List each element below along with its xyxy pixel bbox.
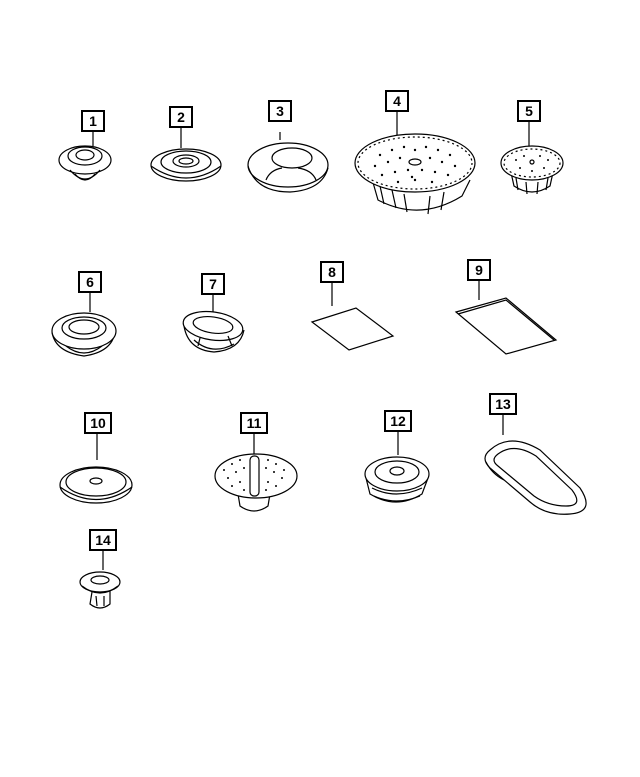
part-11-plug: [214, 453, 298, 512]
callout-8: 8: [320, 261, 344, 283]
callout-14: 14: [89, 529, 117, 551]
callout-9: 9: [467, 259, 491, 281]
callout-10: 10: [84, 412, 112, 434]
leader-lines: [89, 112, 530, 570]
part-10-plug: [59, 466, 133, 504]
part-2-grommet: [150, 148, 222, 182]
callout-11: 11: [240, 412, 268, 434]
part-9-patch: [454, 297, 558, 355]
callout-2: 2: [169, 106, 193, 128]
part-13-gasket: [484, 440, 587, 515]
part-7-grommet: [182, 310, 245, 353]
callout-13: 13: [489, 393, 517, 415]
callout-6: 6: [78, 271, 102, 293]
part-1-grommet: [58, 145, 112, 181]
part-4-plug: [354, 133, 476, 215]
part-12-grommet: [364, 456, 430, 503]
callout-1: 1: [81, 110, 105, 132]
part-3-grommet: [247, 142, 329, 193]
callout-7: 7: [201, 273, 225, 295]
part-5-plug: [500, 145, 564, 195]
callout-12: 12: [384, 410, 412, 432]
callout-4: 4: [385, 90, 409, 112]
callout-5: 5: [517, 100, 541, 122]
part-8-patch: [310, 307, 395, 351]
part-14-plug: [79, 571, 121, 609]
callout-3: 3: [268, 100, 292, 122]
part-6-grommet: [51, 312, 117, 357]
